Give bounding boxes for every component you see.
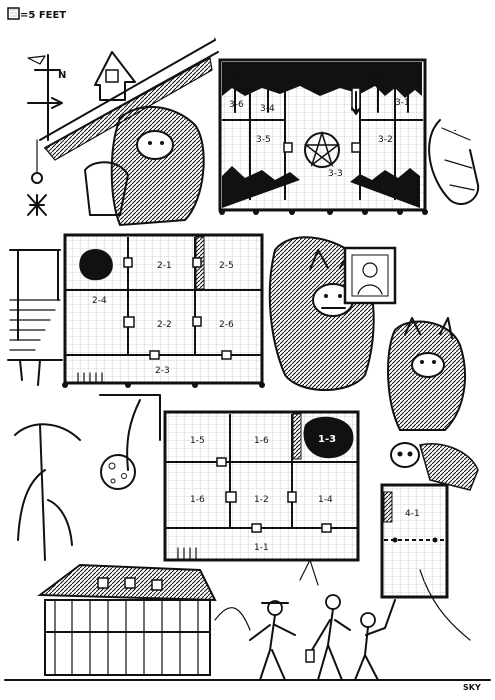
weather-vane-illustration: [27, 54, 63, 216]
plantation-mansion-illustration: [4, 563, 491, 681]
portrait-frame-illustration: [343, 246, 397, 305]
room-label-4-1: 4-1: [405, 509, 420, 519]
room-label-2-6: 2-6: [219, 320, 234, 330]
room-label-1-6-upper: 1-6: [254, 436, 269, 446]
level-4-floorplan: [380, 483, 449, 599]
room-label-1-4: 1-4: [318, 495, 333, 505]
dead-tree-illustration: [14, 394, 161, 561]
room-label-3-1: 3-1: [395, 98, 410, 108]
skull-pile-illustration: [390, 442, 479, 491]
room-label-1-6-lower: 1-6: [190, 495, 205, 505]
room-label-3-5: 3-5: [256, 135, 271, 145]
scale-text: =5 FEET: [20, 10, 66, 21]
compass-north-letter: N: [58, 70, 66, 81]
adventurer-party-illustration: [214, 559, 471, 681]
room-label-1-2: 1-2: [254, 495, 269, 505]
room-label-2-3: 2-3: [155, 366, 170, 376]
room-label-1-5: 1-5: [190, 436, 205, 446]
cat-demon-illustration: [387, 317, 466, 431]
moon-illustration: [100, 454, 136, 490]
ghoul-figure-illustration: [84, 105, 205, 227]
room-label-3-3: 3-3: [328, 169, 343, 179]
room-label-1-1: 1-1: [254, 543, 269, 553]
room-label-2-1: 2-1: [157, 261, 172, 271]
room-label-2-5: 2-5: [219, 261, 234, 271]
level-2-floorplan: [62, 233, 265, 388]
room-label-3-4: 3-4: [260, 104, 275, 114]
grid-square-icon: [7, 7, 20, 20]
room-label-2-2: 2-2: [157, 320, 172, 330]
level-3-floorplan: [218, 58, 428, 215]
room-label-3-6: 3-6: [229, 100, 244, 110]
serpent-tentacle-illustration: [212, 16, 480, 205]
artist-signature: SKY: [463, 683, 481, 692]
scale-legend: =5 FEET: [7, 7, 66, 21]
level-1-floorplan: [163, 410, 360, 562]
staircase-porch-illustration: [7, 249, 63, 386]
room-label-1-3: 1-3: [318, 434, 336, 445]
room-label-3-2: 3-2: [378, 135, 393, 145]
room-label-2-4: 2-4: [92, 296, 107, 306]
old-house-roof-illustration: [39, 39, 219, 161]
